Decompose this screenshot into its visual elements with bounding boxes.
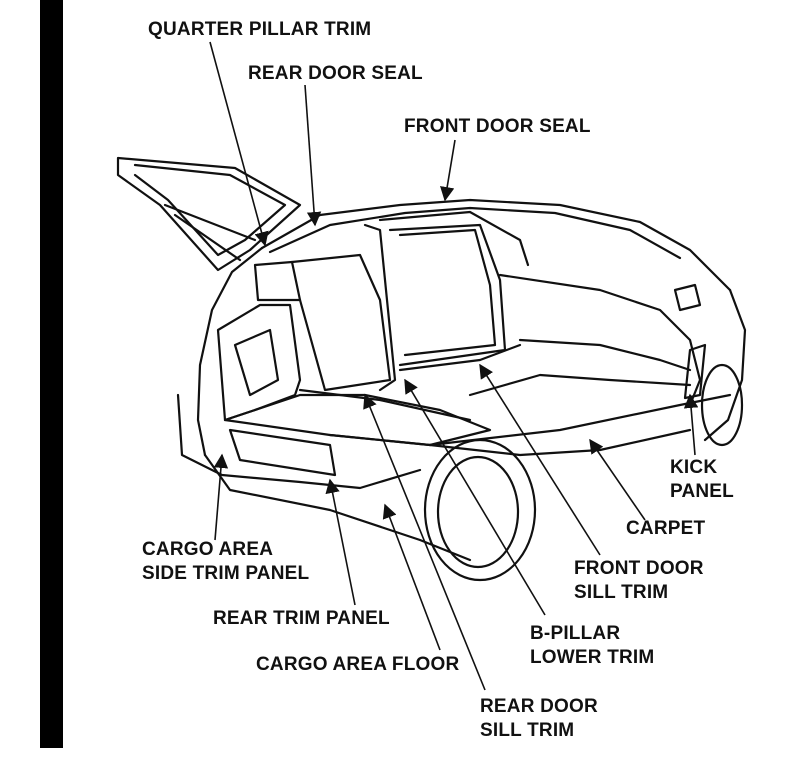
front-door-opening xyxy=(388,223,507,367)
rear-pillar xyxy=(196,246,264,457)
label-kick-panel: KICK PANEL xyxy=(670,456,734,504)
leader-carpet xyxy=(589,438,646,521)
leader-lines xyxy=(209,41,699,691)
label-cargo-area-floor: CARGO AREA FLOOR xyxy=(256,654,460,675)
liftgate xyxy=(116,156,302,272)
leader-quarter-pillar-trim xyxy=(209,41,269,247)
label-rear-door-sill-trim: REAR DOOR SILL TRIM xyxy=(480,695,598,743)
left-border-bar xyxy=(40,0,63,748)
label-rear-sill-line-2: SILL TRIM xyxy=(480,720,575,741)
roof xyxy=(260,198,732,292)
label-front-door-sill-trim: FRONT DOOR SILL TRIM xyxy=(574,557,704,605)
label-cargo-area-side-trim-panel: CARGO AREA SIDE TRIM PANEL xyxy=(142,538,309,586)
rear-trim-panel xyxy=(228,428,337,477)
quarter-window xyxy=(253,260,302,302)
front-door-inner xyxy=(398,228,497,357)
leader-kick-panel xyxy=(683,393,699,456)
cargo-floor xyxy=(223,393,492,447)
leader-front-door-seal xyxy=(440,139,456,202)
label-kick-panel-line-2: PANEL xyxy=(670,481,734,502)
label-cargo-side-line-2: SIDE TRIM PANEL xyxy=(142,563,310,584)
label-cargo-side-line-1: CARGO AREA xyxy=(142,539,274,560)
liftgate-inner xyxy=(133,163,287,257)
front-door xyxy=(498,273,702,407)
label-rear-trim-panel: REAR TRIM PANEL xyxy=(213,608,390,629)
label-b-pillar-lower-trim: B-PILLAR LOWER TRIM xyxy=(530,622,654,670)
rear-wheel-arch xyxy=(423,438,537,582)
rear-bumper xyxy=(176,393,422,490)
cargo-side-panel xyxy=(216,303,302,422)
vehicle-drawing xyxy=(116,156,747,582)
label-front-sill-line-2: SILL TRIM xyxy=(574,582,669,603)
leader-rear-door-seal xyxy=(304,84,322,227)
leader-cargo-area-floor xyxy=(382,503,441,651)
label-carpet: CARPET xyxy=(626,518,706,539)
b-pillar xyxy=(363,223,397,392)
liftgate-strut-2 xyxy=(173,213,242,262)
leader-cargo-side-trim-panel xyxy=(213,453,229,541)
cargo-trim xyxy=(233,328,280,397)
carpet-edge xyxy=(468,373,692,397)
label-rear-door-seal: REAR DOOR SEAL xyxy=(248,63,423,84)
label-front-sill-line-1: FRONT DOOR xyxy=(574,558,704,579)
rocker xyxy=(428,393,732,447)
label-rear-sill-line-1: REAR DOOR xyxy=(480,696,598,717)
label-quarter-pillar-trim: QUARTER PILLAR TRIM xyxy=(148,19,372,40)
roof-inner xyxy=(268,206,682,260)
rear-door-opening xyxy=(290,253,392,392)
lower-body xyxy=(203,453,472,562)
kick-panel xyxy=(683,343,707,400)
leader-front-door-sill-trim xyxy=(479,363,601,556)
rear-door-sill xyxy=(298,388,472,422)
front-end xyxy=(703,288,747,442)
front-door-sill xyxy=(398,343,522,372)
front-seat-area xyxy=(518,338,692,372)
leader-rear-door-sill-trim xyxy=(363,393,486,691)
label-kick-panel-line-1: KICK xyxy=(670,457,718,478)
liftgate-strut xyxy=(163,203,257,242)
leader-rear-trim-panel xyxy=(325,478,356,606)
label-b-pillar-line-2: LOWER TRIM xyxy=(530,647,655,668)
front-wheel xyxy=(700,363,744,447)
rear-wheel xyxy=(436,455,520,569)
label-front-door-seal: FRONT DOOR SEAL xyxy=(404,116,591,137)
mirror xyxy=(673,283,702,312)
front-door-seal-outer xyxy=(378,210,530,267)
leader-b-pillar-lower-trim xyxy=(404,378,546,616)
label-b-pillar-line-1: B-PILLAR xyxy=(530,623,621,644)
